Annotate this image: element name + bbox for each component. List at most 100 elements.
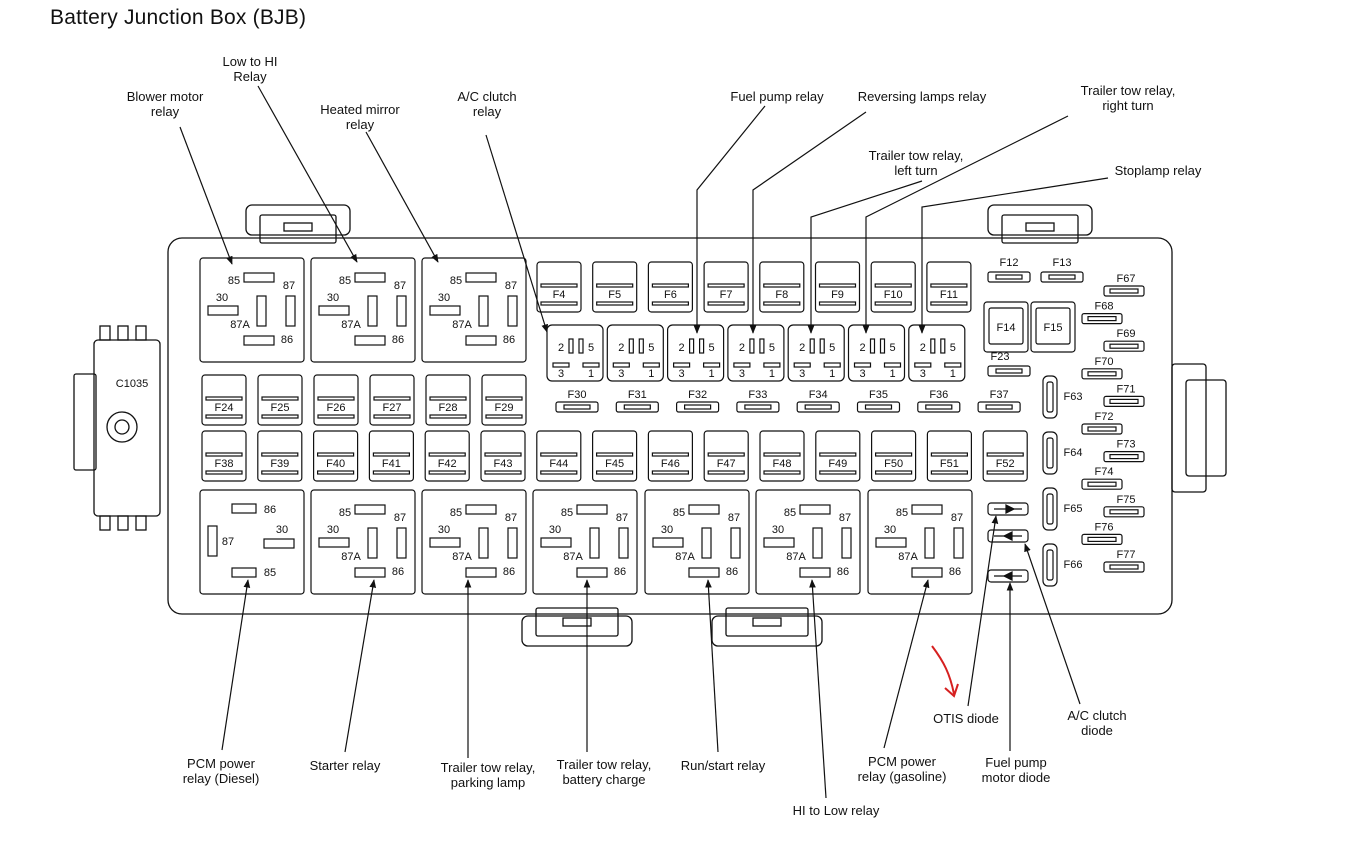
mini-relay-3 <box>666 324 725 382</box>
leader-ttleft <box>807 180 923 334</box>
relay-low-to-hi <box>310 257 416 363</box>
relay-run-start-pin-85: 85 <box>673 507 685 519</box>
fuse-f9 <box>814 261 861 313</box>
relay-starter-pin-87: 87 <box>394 512 406 524</box>
mini-relay-4-pin-2: 2 <box>739 342 745 354</box>
relay-starter <box>310 489 416 595</box>
mounting-clip-bottom <box>521 615 633 647</box>
diode-otis-symbol <box>1005 504 1016 514</box>
relay-low-to-hi-pin-86: 86 <box>392 334 404 346</box>
fuse-f25 <box>257 374 303 426</box>
right-connector <box>1171 363 1207 493</box>
relay-pcm-power-gasoline-pin-87a: 87A <box>898 551 918 563</box>
callout-starter: Starter relay <box>310 758 381 773</box>
fuse-f6-blade <box>651 283 690 288</box>
callout-blower-line2: relay <box>151 104 180 119</box>
fuse-f68-element <box>1087 316 1117 322</box>
callout-otis: OTIS diode <box>933 711 999 726</box>
mini-relay-6-pin-5: 5 <box>889 342 895 354</box>
mini-relay-2-pin-3: 3 <box>618 368 624 380</box>
callout-stoplamp: Stoplamp relay <box>1115 163 1202 178</box>
fuse-f10-blade <box>874 283 912 288</box>
relay-pcm-power-gasoline-pin-85: 85 <box>896 507 908 519</box>
fuse-f4-blade <box>540 283 578 288</box>
fuse-f49-blade-low <box>819 470 857 475</box>
fuse-f43 <box>480 430 526 482</box>
mini-relay-2-pin-5: 5 <box>648 342 654 354</box>
relay-run-start-pin-86: 86 <box>726 566 738 578</box>
fuse-f27-blade-low <box>373 414 411 419</box>
relay-starter-slot-87 <box>396 527 407 559</box>
relay-trailer-tow-parking-pin-30: 30 <box>438 524 450 536</box>
relay-pcm-power-diesel-slot-30 <box>263 538 295 549</box>
fuse-f52 <box>982 430 1028 482</box>
relay-trailer-tow-battery-slot-85 <box>576 504 608 515</box>
fuse-f49-blade <box>819 452 857 457</box>
relay-starter-pin-86: 86 <box>392 566 404 578</box>
mini-relay-1-pin-5: 5 <box>588 342 594 354</box>
fuse-f7-label: F7 <box>720 289 733 301</box>
mini-relay-6-pin-3: 3 <box>859 368 865 380</box>
fuse-f28-blade-low <box>429 414 467 419</box>
fuse-f28 <box>425 374 471 426</box>
right-connector-latch <box>1185 379 1227 477</box>
relay-trailer-tow-battery-pin-30: 30 <box>549 524 561 536</box>
fuse-f29 <box>481 374 527 426</box>
fuse-f75-element <box>1109 509 1139 515</box>
mini-relay-4-pin-3: 3 <box>739 368 745 380</box>
fuse-f51-blade <box>930 452 969 457</box>
mini-relay-7 <box>908 324 966 382</box>
fuse-f31-element <box>623 404 651 410</box>
mini-relay-1 <box>546 324 604 382</box>
callout-ttbatt-line2: battery charge <box>562 772 645 787</box>
relay-hi-to-low-pin-85: 85 <box>784 507 796 519</box>
fuse-f36-element <box>925 404 953 410</box>
fuse-f48 <box>759 430 805 482</box>
fuse-f5 <box>592 261 638 313</box>
relay-blower-motor <box>199 257 305 363</box>
fuse-f11 <box>926 261 972 313</box>
relay-pcm-power-diesel-pin-85: 85 <box>264 567 276 579</box>
fuse-f67 <box>1103 285 1145 297</box>
connector-c1035-body <box>93 339 161 517</box>
fuse-f45-blade-low <box>595 470 634 475</box>
fuse-f40-blade-low <box>317 470 355 475</box>
fuse-f14 <box>983 301 1029 353</box>
fuse-f9-blade-low <box>818 301 857 306</box>
fuse-f68 <box>1081 313 1123 325</box>
fuse-f50-blade-low <box>874 470 913 475</box>
callout-acclutch: A/C clutch <box>457 89 516 104</box>
fuse-f33-label: F33 <box>748 389 767 401</box>
relay-pcm-power-diesel-slot-85 <box>231 567 257 578</box>
fuse-f35 <box>856 401 901 413</box>
callout-ttright: Trailer tow relay, <box>1081 83 1176 98</box>
relay-blower-motor-slot-85 <box>243 272 275 283</box>
leader-blower <box>179 126 233 265</box>
relay-heated-mirror-slot-85 <box>465 272 497 283</box>
fuse-f5-blade-low <box>596 301 634 306</box>
fuse-f73-label: F73 <box>1117 439 1136 451</box>
fuse-f49-label: F49 <box>828 458 847 470</box>
mini-relay-1-blade-d <box>582 362 600 368</box>
relay-pcm-power-gasoline-slot-30 <box>875 537 907 548</box>
connector-bolt-inner <box>114 419 130 435</box>
fuse-f69-element <box>1109 343 1139 349</box>
fuse-f45-blade <box>595 452 634 457</box>
fuse-f74-element <box>1087 481 1117 487</box>
diode-ac-clutch <box>987 529 1029 543</box>
relay-low-to-hi-slot-87 <box>396 295 407 327</box>
leader-pcmdiesel <box>221 579 251 751</box>
mini-relay-7-pin-5: 5 <box>950 342 956 354</box>
relay-blower-motor-pin-85: 85 <box>228 275 240 287</box>
relay-pcm-power-gasoline-slot-86 <box>911 567 943 578</box>
fuse-f24-blade-low <box>205 414 243 419</box>
fuse-f71-label: F71 <box>1117 383 1136 395</box>
mini-relay-1-pin-2: 2 <box>558 342 564 354</box>
mini-relay-2-blade-d <box>642 362 660 368</box>
mini-relay-2-blade-c <box>612 362 630 368</box>
fuse-f5-blade <box>596 283 634 288</box>
fuse-f23-element <box>995 368 1023 374</box>
relay-heated-mirror-slot-86 <box>465 335 497 346</box>
fuse-f25-label: F25 <box>271 402 290 414</box>
